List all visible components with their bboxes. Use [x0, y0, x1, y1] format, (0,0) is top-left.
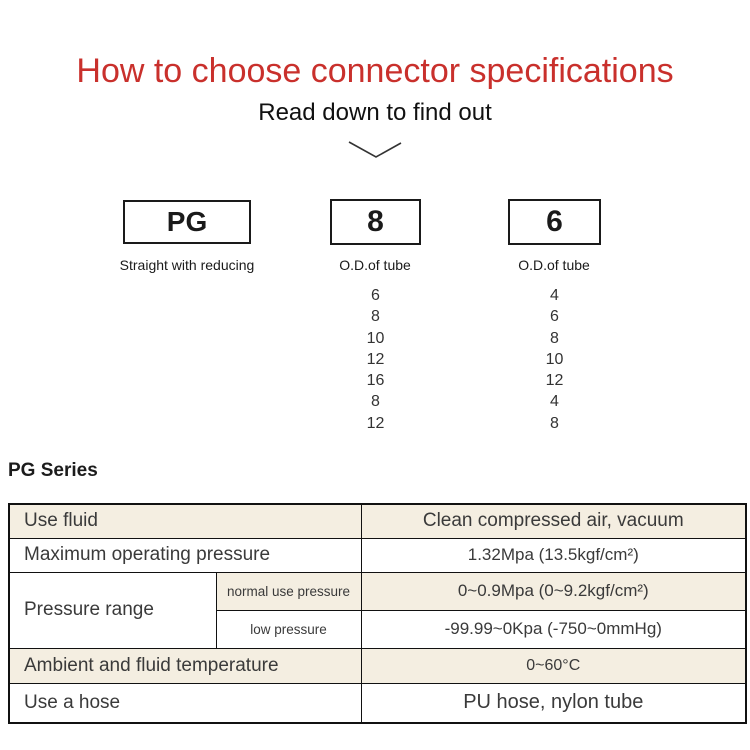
row-value: 1.32Mpa (13.5kgf/cm²)	[360, 537, 747, 573]
tube-size-option: 8	[550, 414, 559, 432]
tube-size-option: 8	[371, 393, 380, 411]
row-label: Use fluid	[8, 503, 362, 539]
row-label: Maximum operating pressure	[8, 537, 362, 573]
series-heading: PG Series	[8, 460, 98, 481]
page-subtitle: Read down to find out	[258, 99, 492, 126]
tube-size-option: 8	[550, 329, 559, 347]
tube-size-option: 6	[550, 308, 559, 326]
tube-size-option: 6	[371, 287, 380, 304]
row-value: -99.99~0Kpa (-750~0mmHg)	[360, 609, 747, 649]
table-row-max-pressure: Maximum operating pressure 1.32Mpa (13.5…	[8, 537, 747, 573]
tube-size-option: 8	[371, 308, 380, 326]
table-row-temperature: Ambient and fluid temperature 0~60°C	[8, 647, 747, 684]
spec-table: Use fluid Clean compressed air, vacuum M…	[8, 503, 748, 724]
row-sublabel: low pressure	[215, 609, 362, 649]
table-row-use-fluid: Use fluid Clean compressed air, vacuum	[8, 503, 747, 539]
code-box-size-second: 6	[508, 199, 601, 245]
table-row-low-pressure: low pressure -99.99~0Kpa (-750~0mmHg)	[9, 609, 747, 649]
row-sublabel: normal use pressure	[215, 571, 362, 611]
tube-size-options-first: 6 8 10 12 16 8 12	[330, 285, 421, 434]
tube-size-option: 12	[366, 350, 385, 368]
tube-size-option: 4	[550, 393, 559, 411]
row-value: 0~0.9Mpa (0~9.2kgf/cm²)	[360, 571, 747, 611]
tube-size-option: 4	[550, 287, 559, 304]
row-label: Ambient and fluid temperature	[8, 647, 362, 684]
tube-size-option: 10	[366, 329, 385, 347]
row-value: PU hose, nylon tube	[360, 682, 747, 724]
row-label: Use a hose	[8, 682, 362, 724]
chevron-down-icon	[348, 141, 402, 158]
row-value: Clean compressed air, vacuum	[360, 503, 747, 539]
tube-size-option: 12	[545, 372, 564, 390]
code-box-pg-label: Straight with reducing	[119, 257, 255, 273]
page-title: How to choose connector specifications	[76, 52, 674, 90]
code-box-pg-text: PG	[166, 206, 208, 237]
code-box-size-second-text: 6	[546, 205, 563, 238]
code-box-pg: PG	[123, 200, 251, 244]
code-box-size-second-label: O.D.of tube	[518, 257, 590, 273]
code-box-size-first-label: O.D.of tube	[339, 257, 411, 273]
code-box-size-first: 8	[330, 199, 421, 245]
row-label: Pressure range	[8, 571, 217, 649]
row-value: 0~60°C	[360, 647, 747, 684]
table-row-normal-use-pressure: Pressure range normal use pressure 0~0.9…	[8, 571, 747, 649]
tube-size-option: 16	[366, 372, 385, 390]
tube-size-options-second: 4 6 8 10 12 4 8	[508, 285, 601, 434]
code-box-size-first-text: 8	[367, 205, 384, 238]
tube-size-option: 12	[366, 414, 385, 432]
tube-size-option: 10	[545, 350, 564, 368]
table-row-hose: Use a hose PU hose, nylon tube	[8, 682, 747, 724]
